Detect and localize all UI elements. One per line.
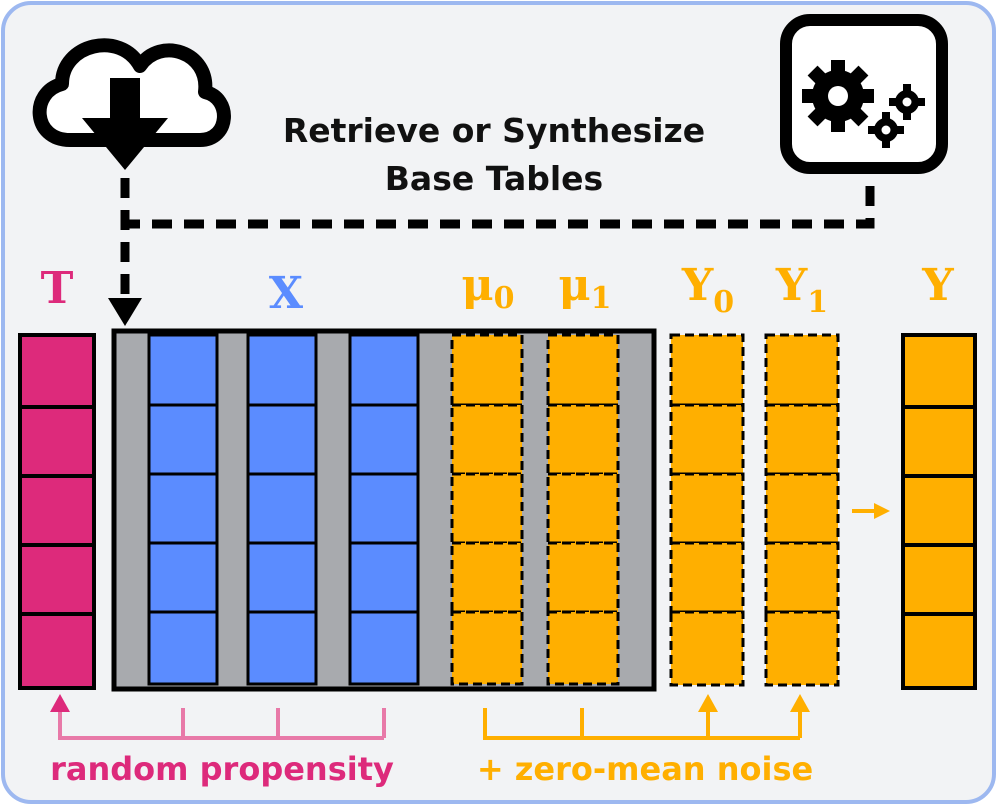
mu1-column [546,333,620,686]
mu0-label: μ0 [461,260,514,316]
covariate-column-2 [246,333,318,686]
title-line-2: Base Tables [385,159,603,198]
propensity-arrowhead [50,694,70,712]
retrieval-connector [120,178,875,304]
cloud-download-icon [32,38,231,170]
y1-column [764,333,840,687]
random-propensity-caption: random propensity [50,750,394,788]
gears-icon [780,14,948,174]
treatment-column [18,333,96,690]
y0-column [669,333,745,687]
y0-label: Y0 [681,260,734,320]
y1-label: Y1 [775,260,828,320]
propensity-bracket [58,706,386,740]
outcome-label: Y [921,260,954,311]
retrieval-arrowhead [108,298,142,326]
mu1-label: μ1 [558,260,611,316]
outcome-column [901,333,977,690]
treatment-label: T [41,263,74,314]
right-arrow-icon [852,503,890,519]
noise-bracket [483,708,802,740]
covariates-label: X [269,268,304,319]
zero-mean-noise-caption: + zero-mean noise [477,750,813,788]
covariate-column-3 [348,333,420,686]
covariate-column-1 [147,333,219,686]
noise-arrowhead-y0 [698,694,718,712]
mu0-column [450,333,524,686]
title-line-1: Retrieve or Synthesize [283,111,705,150]
noise-arrowhead-y1 [790,694,810,712]
